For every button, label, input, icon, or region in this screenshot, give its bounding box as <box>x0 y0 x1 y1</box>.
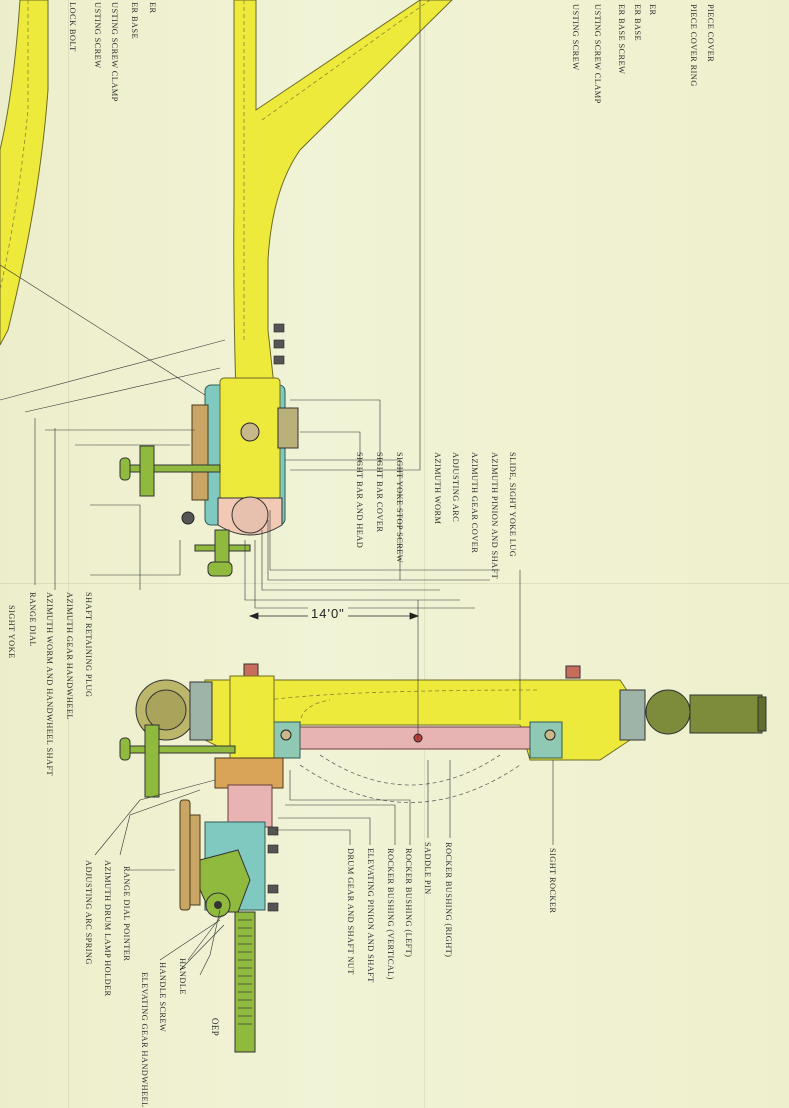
right-eyepiece-housing <box>645 689 691 735</box>
label-sight-yoke: SIGHT YOKE <box>7 605 16 659</box>
label-handle-screw: HANDLE SCREW <box>158 962 167 1033</box>
sight-yoke-arm-left-hidden <box>0 0 29 291</box>
left-bracket <box>189 681 213 741</box>
label-azimuth-worm: AZIMUTH WORM <box>433 452 442 525</box>
rocker-pink-bar <box>284 726 531 750</box>
sight-yoke-arm-left <box>0 0 49 346</box>
label-elevating-pinion: ELEVATING PINION AND SHAFT <box>366 848 375 983</box>
adjusting-arc-inner <box>319 754 501 786</box>
label-adjusting-arc-spring: ADJUSTING ARC SPRING <box>84 860 93 965</box>
upper-pivot <box>240 422 260 442</box>
label-drum-gear-nut: DRUM GEAR AND SHAFT NUT <box>346 848 355 975</box>
label-azimuth-gear-cover: AZIMUTH GEAR COVER <box>470 452 479 554</box>
lower-left-knob <box>119 737 131 761</box>
label-rocker-bushing-right: ROCKER BUSHING (RIGHT) <box>444 842 453 958</box>
azimuth-gear <box>191 404 209 501</box>
paper-fold-horizontal <box>0 583 789 584</box>
rocker-pin-right <box>544 729 556 741</box>
label-rocker-bushing-left: ROCKER BUSHING (LEFT) <box>404 848 413 958</box>
label-er-base-screw: ER BASE SCREW <box>617 4 626 75</box>
lower-left-handwheel-shaft <box>124 745 236 754</box>
pink-collar <box>227 784 273 828</box>
label-piece-cover-ring: PIECE COVER RING <box>689 4 698 87</box>
label-azimuth-gear-handwheel: AZIMUTH GEAR HANDWHEEL <box>65 592 74 720</box>
elevating-hub-center <box>214 901 222 909</box>
elevating-rack <box>234 911 256 1053</box>
sight-bar <box>277 407 299 449</box>
label-piece-cover: PIECE COVER <box>706 4 715 63</box>
label-handle: HANDLE <box>178 958 187 995</box>
label-saddle-pin: SADDLE PIN <box>423 842 432 895</box>
label-adj-screw-clamp-tr: USTING SCREW CLAMP <box>593 4 602 104</box>
adjusting-arc-outline <box>299 764 521 803</box>
small-knob <box>181 511 195 525</box>
label-range-dial: RANGE DIAL <box>28 592 37 647</box>
label-elevating-gear-handwheel: ELEVATING GEAR HANDWHEEL <box>140 972 149 1108</box>
label-slide-sight-yoke-lug: SLIDE, SIGHT YOKE LUG <box>508 452 517 558</box>
paper-fold-vertical <box>424 0 425 1108</box>
left-drum-inner <box>145 689 187 731</box>
top-knob <box>565 665 581 679</box>
label-shaft-retaining-plug: SHAFT RETAINING PLUG <box>84 592 93 698</box>
vertical-bushing <box>214 757 284 789</box>
label-sight-bar-cover: SIGHT BAR COVER <box>375 452 384 533</box>
label-adj-screw-tl: USTING SCREW <box>93 2 102 69</box>
label-er-base-tl: ER BASE <box>130 2 139 40</box>
label-adj-screw-tr: USTING SCREW <box>571 4 580 71</box>
label-adj-screw-clamp-tl: USTING SCREW CLAMP <box>110 2 119 102</box>
range-dial-wheel <box>179 799 191 911</box>
lower-bolts <box>267 826 279 912</box>
paper-fold-vertical-2 <box>68 0 69 1108</box>
right-bracket <box>619 689 646 741</box>
label-er-tl: ER <box>148 2 157 14</box>
label-clip: OEP <box>210 1018 220 1037</box>
rack-teeth <box>238 919 252 1025</box>
sight-yoke-top <box>233 0 453 396</box>
azimuth-handwheel-shaft <box>124 464 221 473</box>
label-sight-rocker: SIGHT ROCKER <box>548 848 557 914</box>
eyepiece-tube <box>689 694 763 734</box>
handwheel-knob <box>119 457 131 481</box>
label-er-base-tr: ER BASE <box>633 4 642 42</box>
label-rocker-bushing-vertical: ROCKER BUSHING (VERTICAL) <box>386 848 395 980</box>
lower-left-handwheel <box>144 724 160 798</box>
top-knob-2 <box>243 663 259 677</box>
label-azimuth-pinion: AZIMUTH PINION AND SHAFT <box>490 452 499 580</box>
label-sight-bar-and-head: SIGHT BAR AND HEAD <box>355 452 364 549</box>
sight-head-wheel <box>231 496 269 534</box>
eyepiece-cap <box>757 696 767 732</box>
leader-lines <box>0 0 554 976</box>
azimuth-handwheel <box>139 445 155 497</box>
label-azimuth-worm-shaft: AZIMUTH WORM AND HANDWHEEL SHAFT <box>45 592 54 777</box>
rocker-pin-left <box>280 729 292 741</box>
dimension-text: 14'0" <box>308 606 348 621</box>
label-azimuth-drum-lamp-holder: AZIMUTH DRUM LAMP HOLDER <box>103 860 112 997</box>
label-er-tr: ER <box>648 4 657 16</box>
label-sight-yoke-stop-screw: SIGHT YOKE STOP SCREW <box>395 452 404 564</box>
label-range-dial-pointer: RANGE DIAL POINTER <box>122 866 131 962</box>
label-adjusting-arc: ADJUSTING ARC <box>451 452 460 523</box>
sight-yoke-top-hidden <box>243 0 431 340</box>
dimension-line <box>248 612 420 620</box>
lower-handwheel-knob <box>207 561 233 577</box>
rocker-bushing-right <box>529 721 563 759</box>
label-lock-bolt: LOCK BOLT <box>68 2 77 52</box>
